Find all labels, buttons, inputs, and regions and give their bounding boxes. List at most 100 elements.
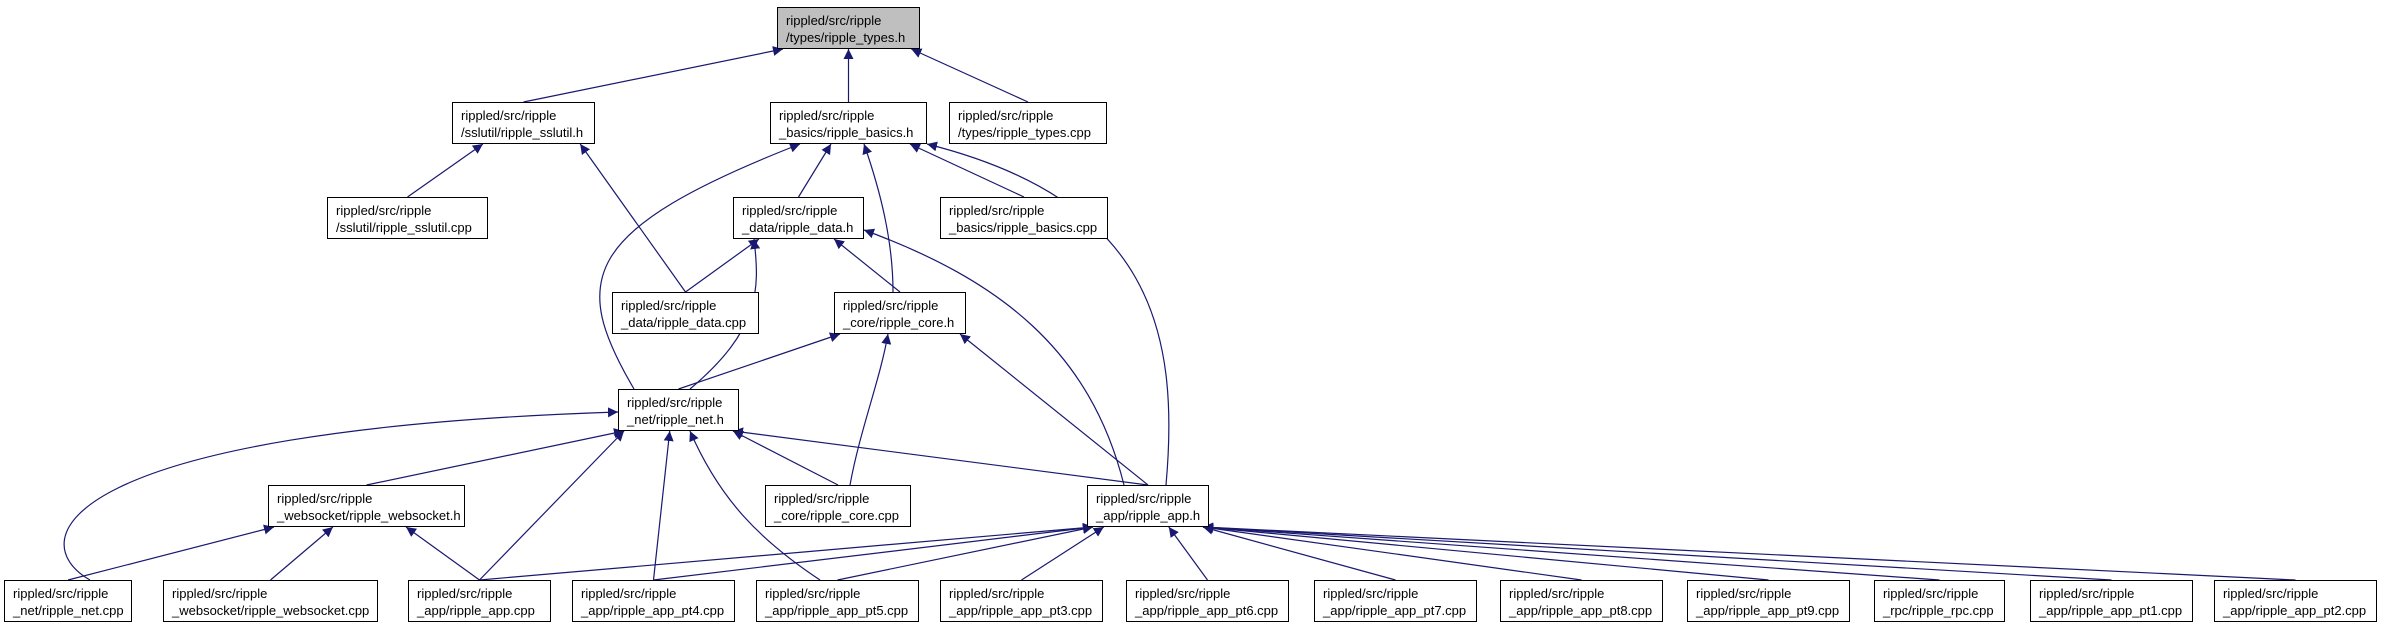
node-label-line2: _app/ripple_app.cpp (417, 603, 535, 618)
edge-ripple-sslutil-h-to-ripple-types-h (523, 46, 784, 103)
edge-ripple-basics-cpp-to-ripple-basics-h (909, 143, 1025, 198)
node-label-line1: rippled/src/ripple (277, 491, 373, 506)
node-ripple-app-pt3-cpp[interactable]: rippled/src/ripple _app/ripple_app_pt3.cp… (940, 580, 1103, 622)
node-ripple-app-pt1-cpp[interactable]: rippled/src/ripple _app/ripple_app_pt1.cp… (2030, 580, 2193, 622)
node-ripple-net-cpp[interactable]: rippled/src/ripple _net/ripple_net.cpp (4, 580, 132, 622)
edge-ripple-net-cpp-to-ripple-net-h (63, 407, 619, 581)
node-label-line1: rippled/src/ripple (742, 203, 838, 218)
node-ripple-app-pt9-cpp[interactable]: rippled/src/ripple _app/ripple_app_pt9.cp… (1687, 580, 1850, 622)
node-label-line1: rippled/src/ripple (949, 586, 1045, 601)
edge-ripple-types-cpp-to-ripple-types-h (911, 48, 1029, 103)
node-label-line2: /types/ripple_types.cpp (958, 125, 1091, 140)
node-ripple-sslutil-h[interactable]: rippled/src/ripple/sslutil/ripple_ssluti… (452, 102, 595, 144)
edge-ripple-net-h-to-ripple-basics-h (599, 142, 801, 390)
edge-ripple-app-pt8-cpp-to-ripple-app-h (1202, 523, 1582, 581)
edge-ripple-data-h-to-ripple-basics-h (797, 143, 832, 198)
node-label-line2: _rpc/ripple_rpc.cpp (1883, 603, 1994, 618)
edge-ripple-app-h-to-ripple-core-h (959, 333, 1149, 486)
node-label-line2: _websocket/ripple_websocket.h (277, 508, 461, 523)
edge-ripple-app-h-to-ripple-net-h (732, 427, 1149, 486)
node-ripple-data-cpp[interactable]: rippled/src/ripple _data/ripple_data.cpp (612, 292, 759, 334)
edge-ripple-app-pt4-cpp-to-ripple-net-h (652, 430, 674, 581)
node-ripple-app-pt4-cpp[interactable]: rippled/src/ripple_app/ripple_app_pt4.cp… (572, 580, 735, 622)
node-label-line2: /sslutil/ripple_sslutil.h (461, 125, 584, 140)
node-ripple-types-h: rippled/src/ripple/types/ripple_types.h (777, 7, 920, 49)
edge-ripple-app-pt9-cpp-to-ripple-app-h (1202, 522, 1769, 581)
node-label-line2: _app/ripple_app_pt3.cpp (949, 603, 1093, 618)
edge-ripple-app-pt7-cpp-to-ripple-app-h (1202, 524, 1396, 581)
node-label-line2: _app/ripple_app_pt5.cpp (765, 603, 909, 618)
edge-ripple-app-pt5-cpp-to-ripple-net-h (689, 430, 821, 581)
node-label-line2: _app/ripple_app_pt9.cpp (1696, 603, 1840, 618)
node-label-line2: _app/ripple_app_pt8.cpp (1509, 603, 1653, 618)
node-label-line1: rippled/src/ripple (1323, 586, 1419, 601)
node-label-line2: _core/ripple_core.cpp (774, 508, 900, 523)
node-ripple-sslutil-cpp[interactable]: rippled/src/ripple/sslutil/ripple_ssluti… (327, 197, 488, 239)
node-label-line2: _net/ripple_net.h (627, 412, 724, 427)
node-label-line2: _basics/ripple_basics.h (779, 125, 914, 140)
node-label-line1: rippled/src/ripple (417, 586, 513, 601)
edge-ripple-core-cpp-to-ripple-net-h (732, 430, 839, 486)
node-label-line2: _app/ripple_app_pt4.cpp (581, 603, 725, 618)
node-label-line1: rippled/src/ripple (336, 203, 432, 218)
edge-ripple-core-cpp-to-ripple-core-h (849, 333, 892, 486)
node-label-line1: rippled/src/ripple (1883, 586, 1979, 601)
node-label-line1: rippled/src/ripple (2039, 586, 2135, 601)
node-label-line2: _app/ripple_app_pt1.cpp (2039, 603, 2183, 618)
node-label-line1: rippled/src/ripple (1509, 586, 1605, 601)
edge-ripple-app-pt4-cpp-to-ripple-app-h (653, 523, 1094, 581)
edge-ripple-net-cpp-to-ripple-websocket-h (67, 524, 275, 581)
node-ripple-app-pt5-cpp[interactable]: rippled/src/ripple _app/ripple_app_pt5.cp… (756, 580, 919, 622)
edge-ripple-app-h-to-ripple-basics-h (926, 141, 1170, 486)
node-label-line2: _net/ripple_net.cpp (13, 603, 124, 618)
node-label-line1: rippled/src/ripple (779, 108, 875, 123)
edge-ripple-app-pt1-cpp-to-ripple-app-h (1202, 522, 2112, 581)
edge-ripple-app-cpp-to-ripple-app-h (479, 522, 1094, 581)
node-label-line1: rippled/src/ripple (2223, 586, 2319, 601)
node-label-line1: rippled/src/ripple (13, 586, 109, 601)
node-ripple-basics-cpp[interactable]: rippled/src/ripple_basics/ripple_basics.… (940, 197, 1108, 239)
edge-ripple-sslutil-cpp-to-ripple-sslutil-h (407, 143, 484, 198)
node-ripple-app-pt2-cpp[interactable]: rippled/src/ripple _app/ripple_app_pt2.cp… (2214, 580, 2377, 622)
node-ripple-types-cpp[interactable]: rippled/src/ripple/types/ripple_types.cp… (949, 102, 1107, 144)
node-ripple-app-pt6-cpp[interactable]: rippled/src/ripple_app/ripple_app_pt6.cp… (1126, 580, 1289, 622)
node-ripple-rpc-cpp[interactable]: rippled/src/ripple _rpc/ripple_rpc.cpp (1874, 580, 2005, 622)
node-label-line1: rippled/src/ripple (621, 298, 717, 313)
node-ripple-net-h[interactable]: rippled/src/ripple _net/ripple_net.h (618, 389, 739, 431)
node-label-line2: /types/ripple_types.h (786, 30, 906, 45)
node-label-line1: rippled/src/ripple (786, 13, 882, 28)
node-label-line1: rippled/src/ripple (1696, 586, 1792, 601)
node-ripple-core-cpp[interactable]: rippled/src/ripple_core/ripple_core.cpp (765, 485, 911, 527)
node-ripple-core-h[interactable]: rippled/src/ripple_core/ripple_core.h (834, 292, 966, 334)
node-label-line2: _app/ripple_app.h (1096, 508, 1201, 523)
node-ripple-app-pt7-cpp[interactable]: rippled/src/ripple _app/ripple_app_pt7.cp… (1314, 580, 1477, 622)
node-ripple-app-cpp[interactable]: rippled/src/ripple _app/ripple_app.cpp (408, 580, 551, 622)
edge-ripple-app-pt6-cpp-to-ripple-app-h (1168, 526, 1208, 581)
edge-ripple-net-h-to-ripple-core-h (678, 332, 841, 390)
node-ripple-app-h[interactable]: rippled/src/ripple_app/ripple_app.h (1087, 485, 1209, 527)
node-ripple-websocket-h[interactable]: rippled/src/ripple _websocket/ripple_webs… (268, 485, 465, 527)
node-label-line2: _app/ripple_app_pt2.cpp (2223, 603, 2367, 618)
node-label-line1: rippled/src/ripple (765, 586, 861, 601)
node-label-line2: _app/ripple_app_pt6.cpp (1135, 603, 1279, 618)
node-label-line2: _websocket/ripple_websocket.cpp (172, 603, 370, 618)
node-label-line1: rippled/src/ripple (949, 203, 1045, 218)
node-label-line1: rippled/src/ripple (958, 108, 1054, 123)
edge-ripple-core-h-to-ripple-data-h (833, 238, 901, 293)
node-label-line1: rippled/src/ripple (172, 586, 268, 601)
node-ripple-app-pt8-cpp[interactable]: rippled/src/ripple _app/ripple_app_pt8.cp… (1500, 580, 1663, 622)
node-label-line2: _data/ripple_data.h (742, 220, 854, 235)
edge-ripple-app-pt2-cpp-to-ripple-app-h (1202, 522, 2296, 581)
node-label-line2: _data/ripple_data.cpp (621, 315, 747, 330)
node-ripple-data-h[interactable]: rippled/src/ripple _data/ripple_data.h (733, 197, 864, 239)
node-label-line1: rippled/src/ripple (627, 395, 723, 410)
node-ripple-websocket-cpp[interactable]: rippled/src/ripple _websocket/ripple_webs… (163, 580, 378, 622)
node-ripple-basics-h[interactable]: rippled/src/ripple _basics/ripple_basics.… (770, 102, 927, 144)
node-label-line2: /sslutil/ripple_sslutil.cpp (336, 220, 472, 235)
node-label-line1: rippled/src/ripple (843, 298, 939, 313)
node-label-line1: rippled/src/ripple (461, 108, 557, 123)
edge-ripple-data-cpp-to-ripple-data-h (685, 238, 760, 293)
node-label-line2: _app/ripple_app_pt7.cpp (1323, 603, 1467, 618)
edge-ripple-app-pt3-cpp-to-ripple-app-h (1021, 526, 1105, 581)
